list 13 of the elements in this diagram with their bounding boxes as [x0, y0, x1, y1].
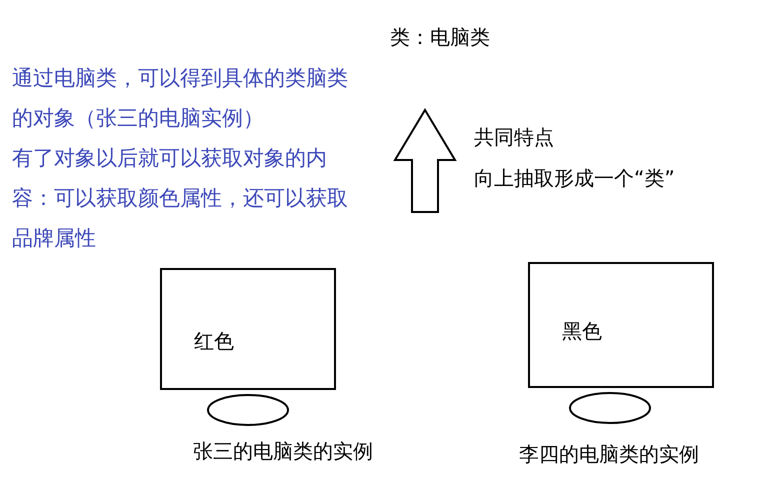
monitor-stand: [569, 392, 651, 424]
monitor-stand: [207, 394, 289, 426]
node-label: 张三的电脑类的实例: [193, 438, 373, 465]
node-text: 红色: [194, 328, 234, 355]
arrow-label: 共同特点: [474, 124, 554, 151]
annotation-text: 有了对象以后就可以获取对象的内容：可以获取颜色属性，还可以获取品牌属性: [12, 145, 349, 252]
heading: 类：电脑类: [390, 24, 490, 51]
monitor-screen: [528, 262, 714, 388]
arrow-label: 向上抽取形成一个“类”: [474, 165, 675, 192]
annotation-text: 通过电脑类，可以得到具体的类脑类的对象（张三的电脑实例）: [12, 65, 349, 132]
node-text: 黑色: [562, 318, 602, 345]
monitor-screen: [160, 268, 336, 390]
node-label: 李四的电脑类的实例: [519, 441, 699, 468]
